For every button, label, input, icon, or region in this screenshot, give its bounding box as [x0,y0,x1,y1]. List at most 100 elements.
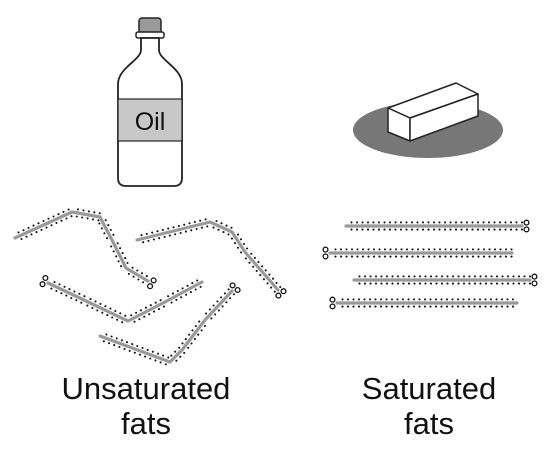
hydrogen-atom [446,282,449,285]
hydrogen-atom [176,289,179,293]
hydrogen-atom [356,248,359,251]
hydrogen-atom [418,298,421,301]
hydrogen-atom [149,304,152,307]
hydrogen-atom [422,248,425,251]
oil-bottle-icon: Oil [117,17,183,187]
hydrogen-atom [493,248,497,251]
chain-backbone [13,210,150,283]
hydrogen-atom [429,275,433,278]
saturated-chain-3 [352,273,538,287]
hydrogen-atom [389,248,392,251]
hydrogen-atom [488,248,491,251]
hydrogen-atom [102,340,105,343]
hydrogen-atom [22,229,25,232]
hydrogen-atom [87,210,90,213]
hydrogen-atom [220,222,223,225]
hydrogen-atom [411,248,414,251]
hydrogen-atom [355,228,359,231]
hydrogen-atom [242,242,246,245]
hydrogen-atom [383,221,386,224]
hydrogen-atom [147,239,150,242]
hydrogen-atom [520,221,524,224]
hydrogen-atom [132,275,135,278]
hydrogen-atom [416,248,420,251]
hydrogen-atom [471,248,475,251]
hydrogen-atom [517,282,521,285]
hydrogen-atom [162,354,165,357]
hydrogen-atom [146,348,149,351]
hydrogen-atom [212,226,215,229]
hydrogen-atom [116,318,119,321]
hydrogen-atom [17,231,20,234]
hydrogen-atom [186,284,189,287]
hydrogen-atom [363,305,366,308]
hydrogen-atom [53,281,56,284]
hydrogen-atom [140,272,144,275]
hydrogen-atom [216,300,219,303]
hydrogen-atom [407,282,411,285]
hydrogen-atom [185,293,188,296]
hydrogen-atom [394,248,398,251]
saturated-fats-caption: Saturated fats [319,371,539,441]
hydrogen-atom [170,301,173,304]
unsaturated-caption-line2: fats [121,406,171,441]
hydrogen-atom [517,275,521,278]
hydrogen-atom [116,242,119,245]
hydrogen-atom [345,255,348,258]
hydrogen-atom [50,287,53,290]
hydrogen-atom [421,221,425,224]
hydrogen-atom [380,275,383,278]
hydrogen-atom [30,233,33,236]
hydrogen-atom [188,333,191,336]
hydrogen-atom [498,221,502,224]
hydrogen-atom [401,305,405,308]
hydrogen-atom [405,221,408,224]
hydrogen-atom [124,257,127,260]
hydrogen-atom [205,312,208,315]
hydrogen-atom [144,355,147,358]
hydrogen-atom [380,282,383,285]
hydrogen-atom [252,265,255,268]
hydrogen-atom [157,308,161,311]
hydrogen-atom [188,222,191,225]
hydrogen-atom [402,282,405,285]
hydrogen-atom [501,282,504,285]
hydrogen-atom [423,305,427,308]
hydrogen-atom [110,245,113,248]
hydrogen-atom [178,346,181,349]
hydrogen-atom [126,261,129,265]
hydrogen-atom [55,221,58,225]
hydrogen-atom [198,320,201,323]
hydrogen-atom [479,275,482,278]
hydrogen-atom [159,361,162,364]
hydrogen-atom [445,298,449,301]
hydrogen-atom [405,228,408,231]
hydrogen-atom [504,255,508,258]
hydrogen-atom [148,313,151,316]
hydrogen-atom [443,228,447,231]
hydrogen-atom [154,301,157,304]
hydrogen-atom [253,256,256,259]
hydrogen-atom [394,228,397,231]
hydrogen-atom [434,305,438,308]
hydrogen-atom [449,248,453,251]
hydrogen-atom [495,305,498,308]
hydrogen-atom [118,345,121,349]
hydrogen-atom [144,306,147,309]
hydrogen-atom [60,292,63,295]
hydrogen-atom [512,282,515,285]
unsaturated-fats-caption: Unsaturated fats [36,371,256,441]
hydrogen-atom [451,305,454,308]
hydrogen-atom [444,255,447,258]
hydrogen-atom [427,248,431,251]
hydrogen-atom [379,305,383,308]
hydrogen-atom [506,305,509,308]
saturated-chain-4 [329,296,519,310]
hydrogen-atom [141,346,144,349]
hydrogen-atom [391,275,394,278]
hydrogen-atom [137,278,140,281]
hydrogen-atom [368,305,372,308]
hydrogen-atom [140,234,143,237]
hydrogen-atom [438,221,441,224]
